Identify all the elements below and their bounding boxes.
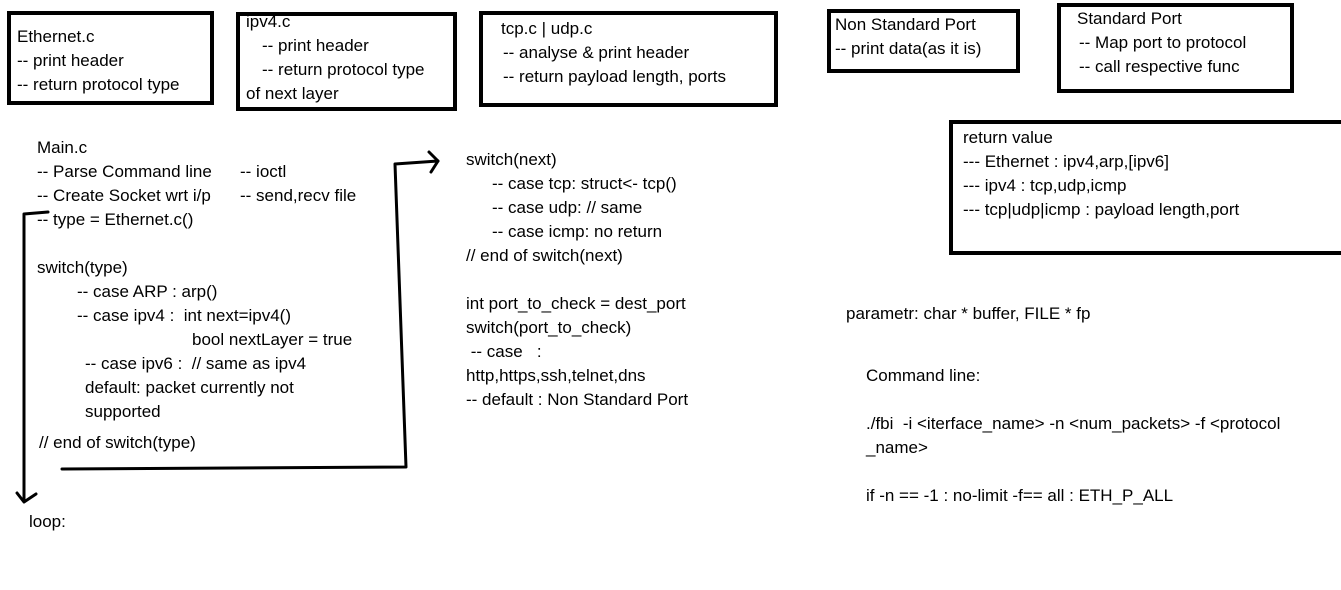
standard-line-1: -- Map port to protocol	[1079, 33, 1247, 52]
tcp-udp-line-1: -- analyse & print header	[503, 43, 690, 62]
main-end-switch: // end of switch(type)	[39, 433, 196, 452]
main-parse: -- Parse Command line	[37, 162, 212, 181]
ipv4-line-1: -- print header	[262, 36, 369, 55]
main-loop: loop:	[29, 512, 66, 531]
standard-line-2: -- call respective func	[1079, 57, 1240, 76]
main-next-layer: bool nextLayer = true	[192, 330, 353, 349]
ethernet-line-2: -- return protocol type	[17, 75, 180, 94]
ipv4-line-3: of next layer	[246, 84, 339, 103]
next-case-udp: -- case udp: // same	[492, 198, 643, 217]
next-case-port: -- case :	[466, 342, 542, 361]
next-arrow-head	[427, 150, 440, 174]
nonstandard-title: Non Standard Port	[835, 15, 976, 34]
cmd-line-1: ./fbi -i <iterface_name> -n <num_packets…	[866, 414, 1281, 433]
return-value-title: return value	[963, 128, 1053, 147]
loop-arrow-head	[15, 491, 38, 504]
main-parse-note: -- ioctl	[240, 162, 287, 181]
ethernet-line-1: -- print header	[17, 51, 124, 70]
nonstandard-line-1: -- print data(as it is)	[835, 39, 982, 58]
main-default-1: default: packet currently not	[85, 378, 294, 397]
main-case-arp: -- case ARP : arp()	[77, 282, 218, 301]
main-case-ipv6: -- case ipv6 : // same as ipv4	[85, 354, 307, 373]
ipv4-title: ipv4.c	[246, 12, 291, 31]
tcp-udp-line-2: -- return payload length, ports	[503, 67, 727, 86]
next-end-switch: // end of switch(next)	[466, 246, 623, 265]
nonstandard-port-box: Non Standard Port -- print data(as it is…	[827, 9, 1020, 73]
ipv4-line-2: -- return protocol type	[262, 60, 425, 79]
next-port-check: int port_to_check = dest_port	[466, 294, 686, 313]
next-switch: switch(next)	[466, 150, 557, 169]
param-line: parametr: char * buffer, FILE * fp	[846, 304, 1091, 323]
next-case-icmp: -- case icmp: no return	[492, 222, 663, 241]
standard-port-box: Standard Port -- Map port to protocol --…	[1057, 3, 1294, 93]
ipv4-box: ipv4.c -- print header -- return protoco…	[236, 12, 457, 111]
return-value-line-4: --- tcp|udp|icmp : payload length,port	[963, 200, 1240, 219]
return-value-line-2: --- Ethernet : ipv4,arp,[ipv6]	[963, 152, 1169, 171]
main-switch-type: switch(type)	[37, 258, 128, 277]
return-value-line-3: --- ipv4 : tcp,udp,icmp	[963, 176, 1127, 195]
standard-title: Standard Port	[1077, 9, 1182, 28]
main-type-line: -- type = Ethernet.c()	[37, 210, 194, 229]
loop-arrow	[22, 210, 50, 502]
ethernet-box: Ethernet.c -- print header -- return pro…	[7, 11, 214, 105]
return-value-box: return value --- Ethernet : ipv4,arp,[ip…	[949, 120, 1341, 255]
main-case-ipv4: -- case ipv4 : int next=ipv4()	[77, 306, 292, 325]
cmd-title: Command line:	[866, 366, 981, 385]
main-create-socket: -- Create Socket wrt i/p	[37, 186, 211, 205]
next-case-tcp: -- case tcp: struct<- tcp()	[492, 174, 677, 193]
next-default-port: -- default : Non Standard Port	[466, 390, 689, 409]
main-socket-note: -- send,recv file	[240, 186, 357, 205]
next-switch-port: switch(port_to_check)	[466, 318, 632, 337]
tcp-udp-box: tcp.c | udp.c -- analyse & print header …	[479, 11, 778, 107]
cmd-line-2: _name>	[866, 438, 928, 457]
ethernet-title: Ethernet.c	[17, 27, 95, 46]
main-default-2: supported	[85, 402, 161, 421]
main-title: Main.c	[37, 138, 88, 157]
next-arrow	[60, 159, 440, 471]
tcp-udp-title: tcp.c | udp.c	[501, 19, 593, 38]
cmd-condition: if -n == -1 : no-limit -f== all : ETH_P_…	[866, 486, 1174, 505]
next-protocols: http,https,ssh,telnet,dns	[466, 366, 646, 385]
